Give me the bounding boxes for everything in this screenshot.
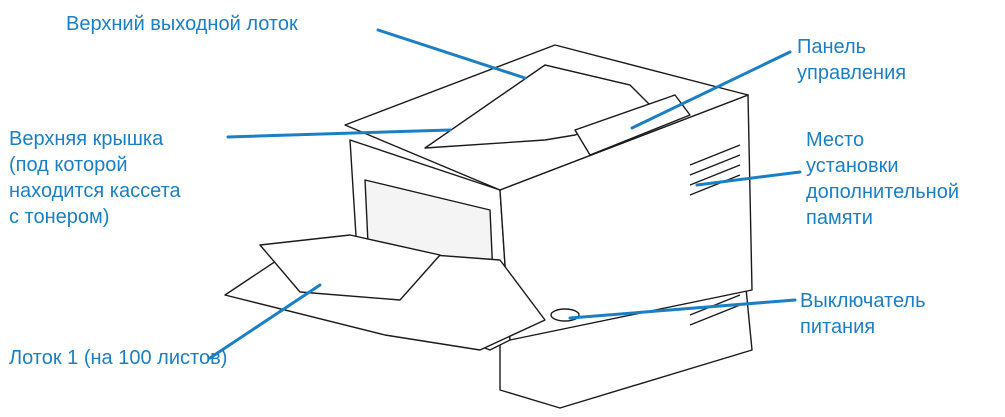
label-line: управления	[797, 62, 907, 84]
label-line: Верхний выходной лоток	[66, 13, 298, 35]
label-line: Верхняя крышка	[9, 128, 164, 150]
label-power-switch: Выключатель питания	[800, 288, 926, 340]
label-memory-slot: Место установки дополнительной памяти	[806, 127, 959, 231]
callout-line-output-bin	[376, 28, 527, 80]
label-line: питания	[800, 316, 876, 338]
control-panel-box	[574, 94, 691, 156]
callout-line-control-panel	[630, 50, 792, 130]
label-line: находится кассета	[9, 180, 181, 202]
label-line: (под которой	[9, 154, 128, 176]
label-line: памяти	[806, 207, 873, 229]
label-top-output-bin: Верхний выходной лоток	[66, 11, 298, 37]
label-line: установки	[806, 155, 899, 177]
label-top-cover: Верхняя крышка (под которой находится ка…	[9, 126, 181, 230]
label-line: Место	[806, 129, 865, 151]
callout-line-memory	[695, 170, 802, 187]
callout-line-top-cover	[226, 128, 452, 139]
label-line: с тонером)	[9, 206, 110, 228]
callout-line-tray1	[208, 283, 322, 360]
label-line: Лоток 1 (на 100 листов)	[9, 347, 228, 369]
label-tray1: Лоток 1 (на 100 листов)	[9, 345, 227, 371]
label-line: дополнительной	[806, 181, 960, 203]
callout-line-power	[568, 298, 797, 320]
label-control-panel: Панель управления	[797, 34, 906, 86]
power-switch-shape	[550, 308, 580, 322]
label-line: Панель	[797, 36, 867, 58]
label-line: Выключатель	[800, 290, 926, 312]
